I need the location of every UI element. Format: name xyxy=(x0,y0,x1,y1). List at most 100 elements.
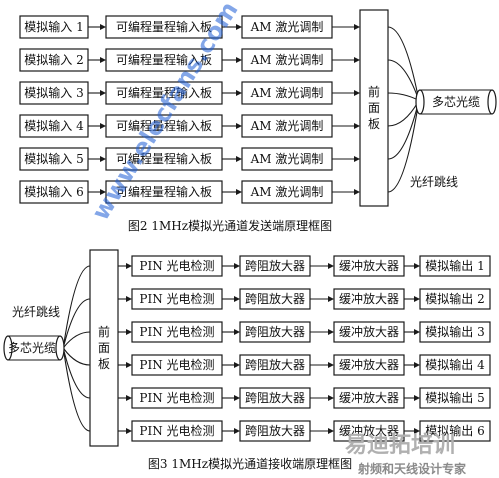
buffer-to-output-arrow-head xyxy=(414,329,420,335)
buffer-to-output-arrow-head xyxy=(414,395,420,401)
input-arrow-head xyxy=(100,189,106,195)
panel-to-pin-arrow-head xyxy=(126,395,132,401)
input-arrow-head xyxy=(100,90,106,96)
fiber-line xyxy=(63,298,91,346)
tia-to-buffer-arrow-head xyxy=(328,362,334,368)
range-to-laser-arrow-head xyxy=(236,90,242,96)
fiber-line xyxy=(387,105,419,193)
laser-mod-label: AM 激光调制 xyxy=(250,20,324,34)
input-arrow-head xyxy=(100,156,106,162)
range-board-label: 可编程量程输入板 xyxy=(116,85,212,100)
fiber-line xyxy=(387,26,419,97)
analog-input-label: 模拟输入 1 xyxy=(24,19,83,34)
fiber-line xyxy=(63,352,91,432)
tia-to-buffer-arrow-head xyxy=(328,329,334,335)
analog-input-label: 模拟输入 4 xyxy=(24,118,84,133)
fiber-jumper-label: 光纤跳线 xyxy=(12,305,60,319)
laser-mod-label: AM 激光调制 xyxy=(250,53,324,67)
front-panel-box xyxy=(359,9,389,207)
range-board-label: 可编程量程输入板 xyxy=(116,19,212,34)
range-board-label: 可编程量程输入板 xyxy=(116,52,212,67)
tia-label: 跨阻放大器 xyxy=(245,423,305,438)
laser-mod-label: AM 激光调制 xyxy=(250,86,324,100)
analog-output-label: 模拟输出 1 xyxy=(425,258,484,273)
fiber-line xyxy=(387,103,419,160)
front-panel-char: 前 xyxy=(98,324,110,339)
analog-output-box xyxy=(419,420,491,442)
pin-detector-label: PIN 光电检测 xyxy=(139,291,214,306)
fiber-line xyxy=(63,350,91,399)
buffer-to-output-arrow-head xyxy=(414,428,420,434)
analog-output-box xyxy=(419,288,491,310)
pin-to-tia-arrow-head xyxy=(234,296,240,302)
tia-to-buffer-arrow-head xyxy=(328,263,334,269)
figure-3-receiver: 光纤跳线多芯光缆前面板PIN 光电检测跨阻放大器缓冲放大器模拟输出 1PIN 光… xyxy=(3,249,491,447)
panel-to-pin-arrow-head xyxy=(126,428,132,434)
pin-to-tia-arrow-head xyxy=(234,395,240,401)
fiber-line xyxy=(387,59,419,99)
buffer-label: 缓冲放大器 xyxy=(339,390,399,405)
buffer-to-output-arrow-head xyxy=(414,362,420,368)
fiber-line xyxy=(63,331,91,348)
analog-output-label: 模拟输出 5 xyxy=(425,390,484,405)
logo-subtitle: 射频和天线设计专家 xyxy=(357,461,467,476)
analog-output-label: 模拟输出 4 xyxy=(425,357,485,372)
fiber-line xyxy=(387,101,419,127)
laser-mod-label: AM 激光调制 xyxy=(250,152,324,166)
analog-output-box xyxy=(419,387,491,409)
fiber-line xyxy=(387,92,419,101)
front-panel-char: 前 xyxy=(368,84,380,99)
analog-input-label: 模拟输入 2 xyxy=(24,52,83,67)
cable-label: 多芯光缆 xyxy=(8,341,56,355)
analog-output-label: 模拟输出 6 xyxy=(425,423,484,438)
figure-2-caption: 图2 1MHz模拟光通道发送端原理框图 xyxy=(128,218,332,233)
cable-end-right xyxy=(55,335,65,361)
laser-mod-label: AM 激光调制 xyxy=(250,119,324,133)
laser-to-panel-arrow-head xyxy=(354,90,360,96)
input-arrow-head xyxy=(100,57,106,63)
input-arrow-head xyxy=(100,123,106,129)
cable-outline xyxy=(420,89,492,115)
buffer-label: 缓冲放大器 xyxy=(339,357,399,372)
buffer-label: 缓冲放大器 xyxy=(339,423,399,438)
pin-detector-label: PIN 光电检测 xyxy=(139,390,214,405)
range-board-label: 可编程量程输入板 xyxy=(116,184,212,199)
input-arrow-head xyxy=(100,24,106,30)
pin-detector-label: PIN 光电检测 xyxy=(139,423,214,438)
panel-to-pin-arrow-head xyxy=(126,362,132,368)
analog-output-box xyxy=(419,354,491,376)
buffer-label: 缓冲放大器 xyxy=(339,291,399,306)
front-panel-char: 板 xyxy=(98,357,110,371)
range-board-label: 可编程量程输入板 xyxy=(116,118,212,133)
analog-input-label: 模拟输入 5 xyxy=(24,151,83,166)
laser-to-panel-arrow-head xyxy=(354,123,360,129)
tia-to-buffer-arrow-head xyxy=(328,428,334,434)
cable-outline xyxy=(8,335,60,361)
panel-to-pin-arrow-head xyxy=(126,296,132,302)
panel-to-pin-arrow-head xyxy=(126,263,132,269)
laser-to-panel-arrow-head xyxy=(354,189,360,195)
pin-detector-label: PIN 光电检测 xyxy=(139,357,214,372)
analog-output-box xyxy=(419,321,491,343)
pin-detector-label: PIN 光电检测 xyxy=(139,324,214,339)
range-board-label: 可编程量程输入板 xyxy=(116,151,212,166)
front-panel-box xyxy=(89,249,119,447)
pin-detector-label: PIN 光电检测 xyxy=(139,258,214,273)
range-to-laser-arrow-head xyxy=(236,156,242,162)
front-panel-char: 面 xyxy=(368,101,380,115)
buffer-label: 缓冲放大器 xyxy=(339,324,399,339)
analog-input-label: 模拟输入 3 xyxy=(24,85,83,100)
analog-output-label: 模拟输出 3 xyxy=(425,324,484,339)
buffer-to-output-arrow-head xyxy=(414,263,420,269)
tia-label: 跨阻放大器 xyxy=(245,357,305,372)
pin-to-tia-arrow-head xyxy=(234,329,240,335)
pin-to-tia-arrow-head xyxy=(234,362,240,368)
analog-output-label: 模拟输出 2 xyxy=(425,291,484,306)
range-to-laser-arrow-head xyxy=(236,189,242,195)
range-to-laser-arrow-head xyxy=(236,123,242,129)
cable-end-left xyxy=(415,89,425,115)
fiber-line xyxy=(63,348,91,366)
pin-to-tia-arrow-head xyxy=(234,428,240,434)
